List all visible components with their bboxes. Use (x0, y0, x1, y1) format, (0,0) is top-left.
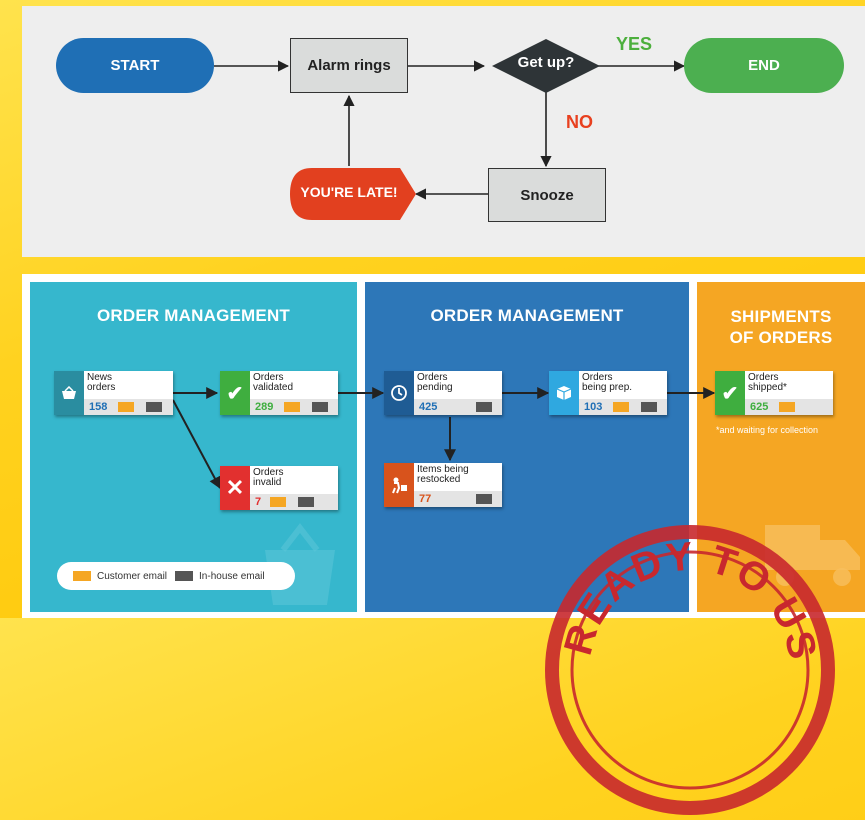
inhouse-email-icon (312, 402, 328, 412)
truck-watermark-icon (765, 525, 860, 586)
flowchart-panel: START Alarm rings Get up? YES END NO Sno… (22, 6, 865, 257)
card-count: 625 (750, 401, 769, 413)
start-node: START (56, 38, 214, 93)
card-count: 103 (584, 401, 603, 413)
shipment-footnote: *and waiting for collection (716, 425, 819, 435)
clock-icon (384, 371, 414, 415)
order-flow-connectors (172, 387, 716, 490)
alarm-rings-box: Alarm rings (290, 38, 408, 93)
stamp-text: READY TO US (556, 534, 823, 664)
yes-label: YES (616, 34, 653, 54)
inhouse-email-icon (175, 571, 194, 581)
inhouse-email-icon (641, 402, 657, 412)
end-node: END (684, 38, 844, 93)
legend-customer-label: Customer email (97, 570, 168, 582)
check-icon: ✔ (220, 371, 250, 415)
card-count: 158 (89, 401, 108, 413)
customer-email-icon (118, 402, 134, 412)
inhouse-email-icon (298, 497, 314, 507)
customer-email-icon (270, 497, 286, 507)
column-title-line1: SHIPMENTS (730, 307, 832, 326)
card-count: 77 (419, 493, 432, 505)
decision-label: Get up? (517, 54, 575, 71)
column-order-management-2: ORDER MANAGEMENT (365, 282, 689, 612)
card-count: 7 (255, 496, 262, 508)
inhouse-email-icon (476, 402, 492, 412)
basket-icon (54, 371, 84, 415)
column-title: ORDER MANAGEMENT (430, 306, 624, 325)
card-count: 425 (419, 401, 438, 413)
svg-text:READY TO US: READY TO US (556, 534, 825, 664)
inhouse-email-icon (146, 402, 162, 412)
column-title: SHIPMENTS OF ORDERS (697, 306, 865, 348)
card-count: 289 (255, 401, 274, 413)
column-title: ORDER MANAGEMENT (96, 306, 291, 325)
customer-email-icon (284, 402, 300, 412)
ready-to-use-stamp: READY TO US (545, 525, 835, 815)
worker-icon (384, 463, 414, 507)
check-icon: ✔ (715, 371, 745, 415)
customer-email-icon (779, 402, 795, 412)
decision-diamond (492, 39, 600, 93)
email-legend: Customer email In-house email (57, 562, 295, 590)
customer-email-icon (613, 402, 629, 412)
customer-email-icon (73, 571, 91, 581)
inhouse-email-icon (476, 494, 492, 504)
late-shape (290, 168, 416, 220)
late-label: YOU'RE LATE! (300, 184, 398, 200)
snooze-box: Snooze (488, 168, 606, 222)
box-icon (549, 371, 579, 415)
legend-inhouse-label: In-house email (199, 570, 265, 582)
flowchart-connectors (214, 39, 686, 220)
cross-icon: ✕ (220, 466, 250, 510)
column-title-line2: OF ORDERS (729, 328, 833, 347)
no-label: NO (566, 112, 593, 132)
